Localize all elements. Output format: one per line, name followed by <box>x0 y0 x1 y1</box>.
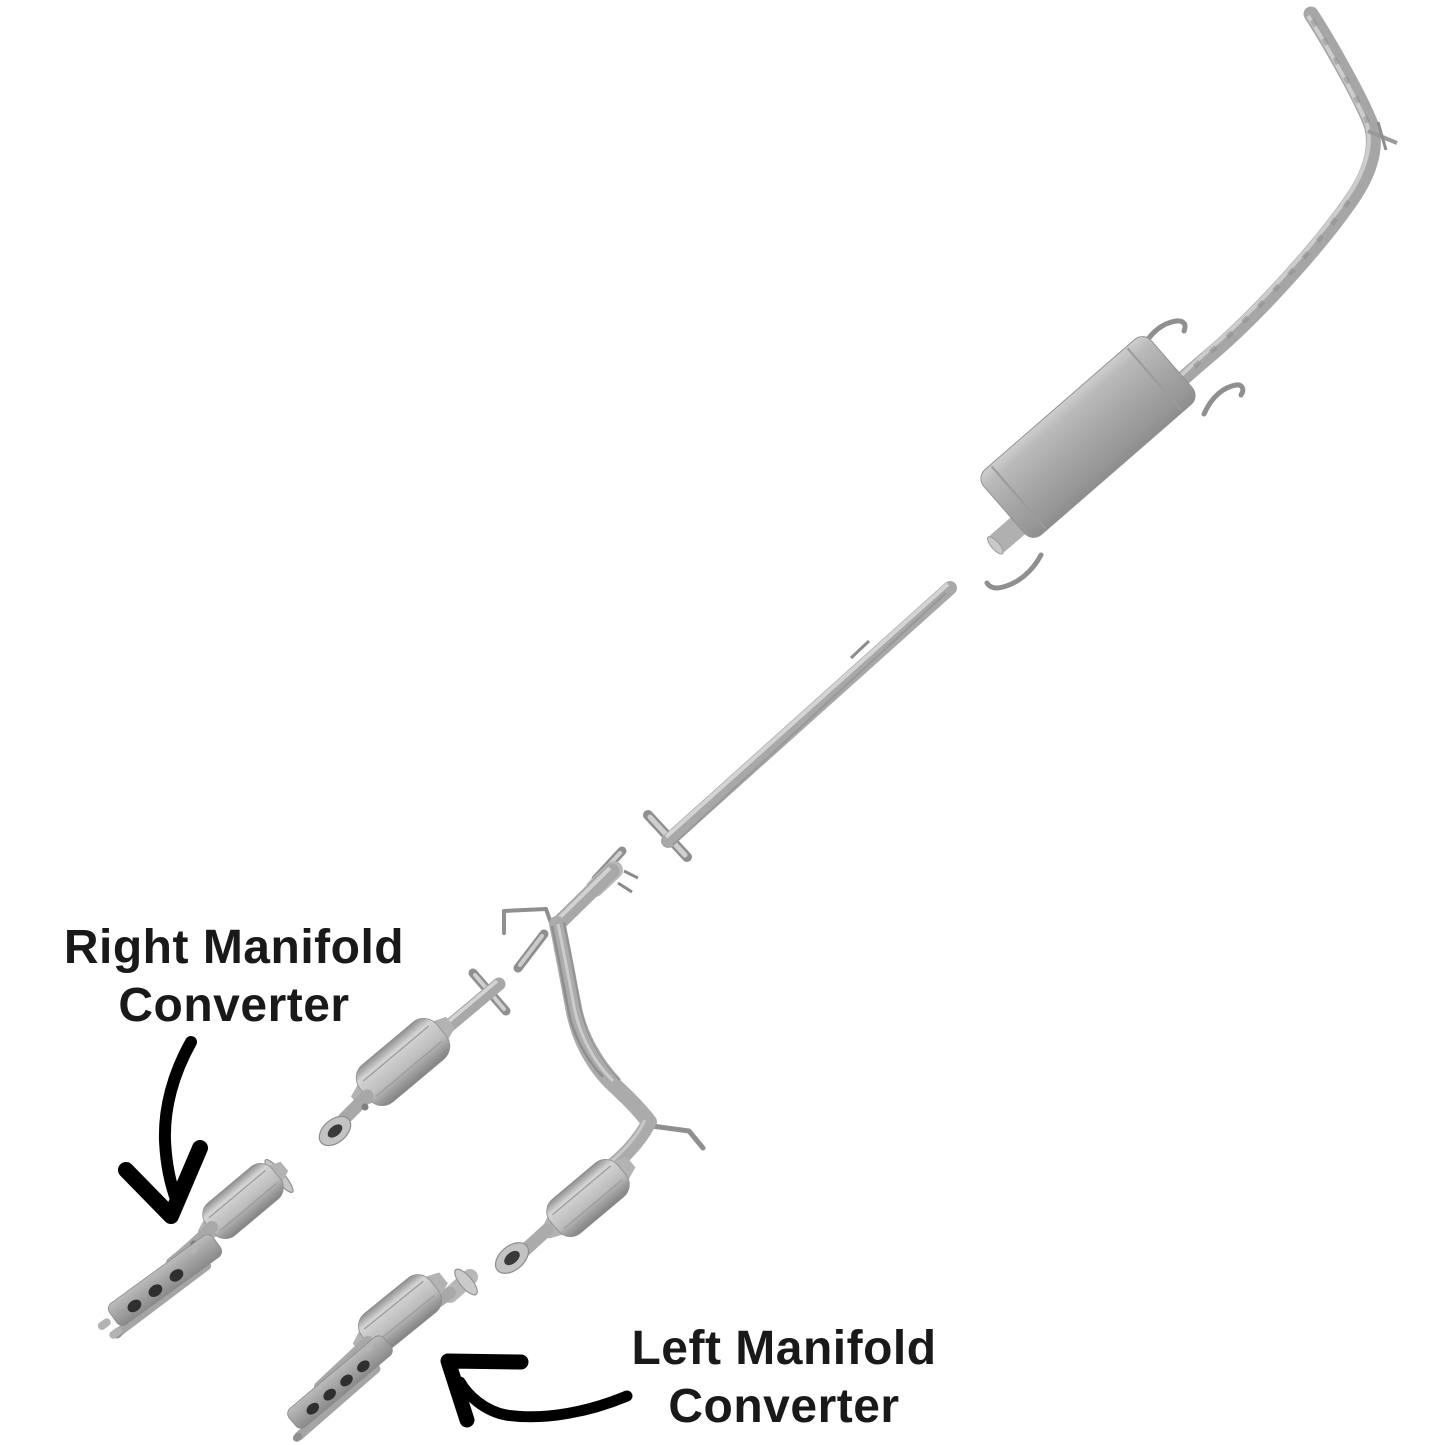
right-manifold-tab-2 <box>109 1327 123 1339</box>
right-mid-converter-assembly <box>318 968 511 1147</box>
y-pipe-downpipe-strand-2 <box>556 923 615 1083</box>
y-pipe-assembly <box>494 846 706 1274</box>
left-mid-converter-inlet-cone <box>610 1156 636 1183</box>
left-manifold-converter-facet-1 <box>363 1280 424 1330</box>
intermediate-pipe-slip-joint <box>849 639 871 660</box>
right-arrow-stem <box>158 1036 197 1208</box>
right-manifold-converter-assembly <box>97 1158 294 1339</box>
y-pipe-upper-arm <box>549 863 620 933</box>
tailpipe <box>1160 6 1398 400</box>
right-manifold-converter-label-line1: Right Manifold <box>63 921 405 974</box>
y-pipe-outlet-flange <box>494 1242 530 1274</box>
left-manifold-collector-pipe <box>294 1364 381 1441</box>
y-pipe-outlet-flange-hole <box>504 1250 520 1266</box>
right-mid-converter-outlet-pipe <box>337 1089 374 1126</box>
left-manifold-converter-label: Left Manifold Converter <box>584 1320 984 1436</box>
left-manifold-converter-label-line2: Converter <box>668 1380 900 1433</box>
right-mid-converter-facet-1 <box>362 1025 430 1082</box>
left-manifold-stud <box>364 1343 373 1352</box>
left-label-arrow-icon <box>440 1353 633 1428</box>
right-manifold-converter-facet-1 <box>208 1169 266 1219</box>
left-manifold-port-hole-4 <box>357 1360 370 1373</box>
right-exhaust-manifold <box>97 1234 223 1339</box>
left-manifold-port-hole-1 <box>306 1402 320 1415</box>
muffler-right-hanger-rod <box>1201 382 1246 417</box>
right-mid-converter-inlet-cone <box>429 1016 455 1043</box>
right-mid-converter-outlet-flange-hole <box>327 1124 343 1138</box>
tailpipe-clamp-tab <box>1376 121 1388 151</box>
left-mid-converter-shell <box>546 1159 630 1237</box>
y-pipe-clamp-pin-1 <box>623 869 639 880</box>
right-manifold-flange-plate <box>107 1234 223 1326</box>
left-arrow-stem <box>454 1376 633 1423</box>
left-manifold-converter-facet-2 <box>375 1294 435 1344</box>
y-pipe-clamp-pin-2 <box>617 881 633 894</box>
right-manifold-converter-facet-2 <box>219 1182 277 1232</box>
intermediate-pipe-body <box>661 581 957 848</box>
left-manifold-flange-plate <box>287 1335 393 1429</box>
left-mid-converter-facet-1 <box>552 1165 612 1216</box>
left-exhaust-manifold <box>287 1335 393 1442</box>
y-pipe-outlet-stub <box>518 1223 554 1257</box>
left-manifold-converter-label-line1: Left Manifold <box>631 1322 937 1375</box>
left-manifold-converter-assembly <box>287 1268 478 1442</box>
muffler-top-hanger-rod <box>1138 318 1188 354</box>
y-pipe-downpipe-strand-1 <box>550 925 604 1078</box>
tailpipe-highlight <box>1166 14 1371 390</box>
right-mid-converter-weld-nub <box>361 1103 369 1111</box>
right-manifold-stud <box>188 1246 197 1255</box>
left-manifold-port-hole-3 <box>340 1374 353 1387</box>
y-pipe-hanger-rod <box>502 907 553 935</box>
left-manifold-converter-inlet-flare <box>454 1268 478 1296</box>
muffler-inlet-stub-end <box>987 536 1004 555</box>
left-manifold-collector-tip <box>292 1432 303 1442</box>
right-manifold-port-hole-3 <box>169 1269 184 1282</box>
left-arrow-head <box>440 1353 529 1428</box>
y-pipe-bracket-plate-face <box>518 934 544 967</box>
intermediate-pipe-highlight <box>664 582 950 839</box>
right-mid-converter-inlet-pipe-highlight <box>439 979 499 1030</box>
left-manifold-port-hole-2 <box>323 1388 336 1401</box>
right-label-arrow-icon <box>118 1036 208 1224</box>
right-manifold-port-hole-2 <box>148 1284 163 1297</box>
intermediate-pipe <box>643 581 957 862</box>
intermediate-pipe-shadow-line <box>672 592 947 846</box>
right-manifold-converter-label: Right Manifold Converter <box>34 919 434 1035</box>
right-manifold-tab-1 <box>97 1318 111 1330</box>
right-mid-converter-outlet-flange <box>318 1115 352 1147</box>
tailpipe-texture <box>1168 18 1371 392</box>
right-manifold-port-hole-1 <box>127 1299 142 1313</box>
muffler-bottom-hanger-rod <box>984 552 1044 591</box>
muffler-seam-right <box>1126 347 1183 411</box>
left-manifold-converter-flare-rim <box>454 1268 478 1296</box>
y-pipe-elbow-hanger-rod <box>649 1123 706 1151</box>
right-arrow-head <box>118 1140 208 1224</box>
right-manifold-converter-label-line2: Converter <box>118 979 350 1032</box>
left-mid-converter-facet-2 <box>563 1179 623 1230</box>
y-pipe-downpipe-strand-3 <box>562 921 621 1081</box>
y-pipe-upper-arm-highlight <box>553 866 612 924</box>
right-mid-converter-inlet-pipe <box>436 977 506 1038</box>
right-mid-converter-facet-2 <box>375 1040 443 1098</box>
muffler-assembly <box>980 318 1246 591</box>
muffler-seam-left <box>990 465 1047 529</box>
muffler-body <box>980 336 1196 538</box>
